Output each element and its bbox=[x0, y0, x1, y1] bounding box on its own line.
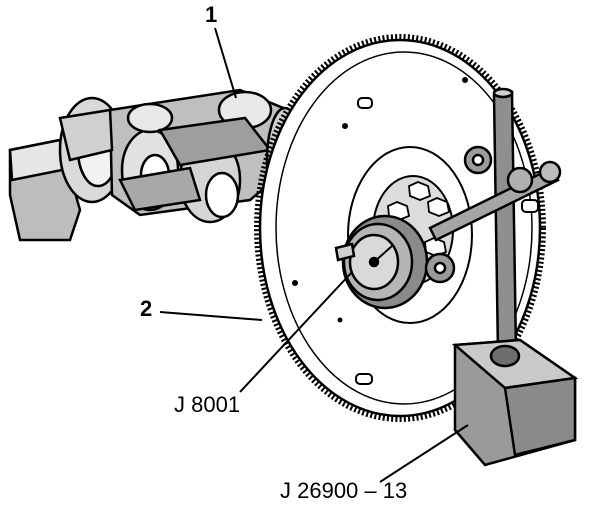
callout-magnetic-base-tool: J 26900 – 13 bbox=[280, 478, 408, 503]
leader-j26900 bbox=[379, 424, 469, 483]
callout-item-1: 1 bbox=[205, 2, 218, 27]
callout-dial-indicator-tool: J 8001 bbox=[174, 392, 241, 417]
magnetic-base-stand bbox=[428, 87, 579, 467]
dial-indicator bbox=[334, 214, 456, 310]
leader-lines bbox=[159, 27, 469, 483]
leader-item-2 bbox=[159, 311, 263, 321]
leader-item-1 bbox=[214, 27, 237, 99]
leader-j8001 bbox=[239, 271, 353, 393]
callout-item-2: 2 bbox=[140, 296, 153, 321]
